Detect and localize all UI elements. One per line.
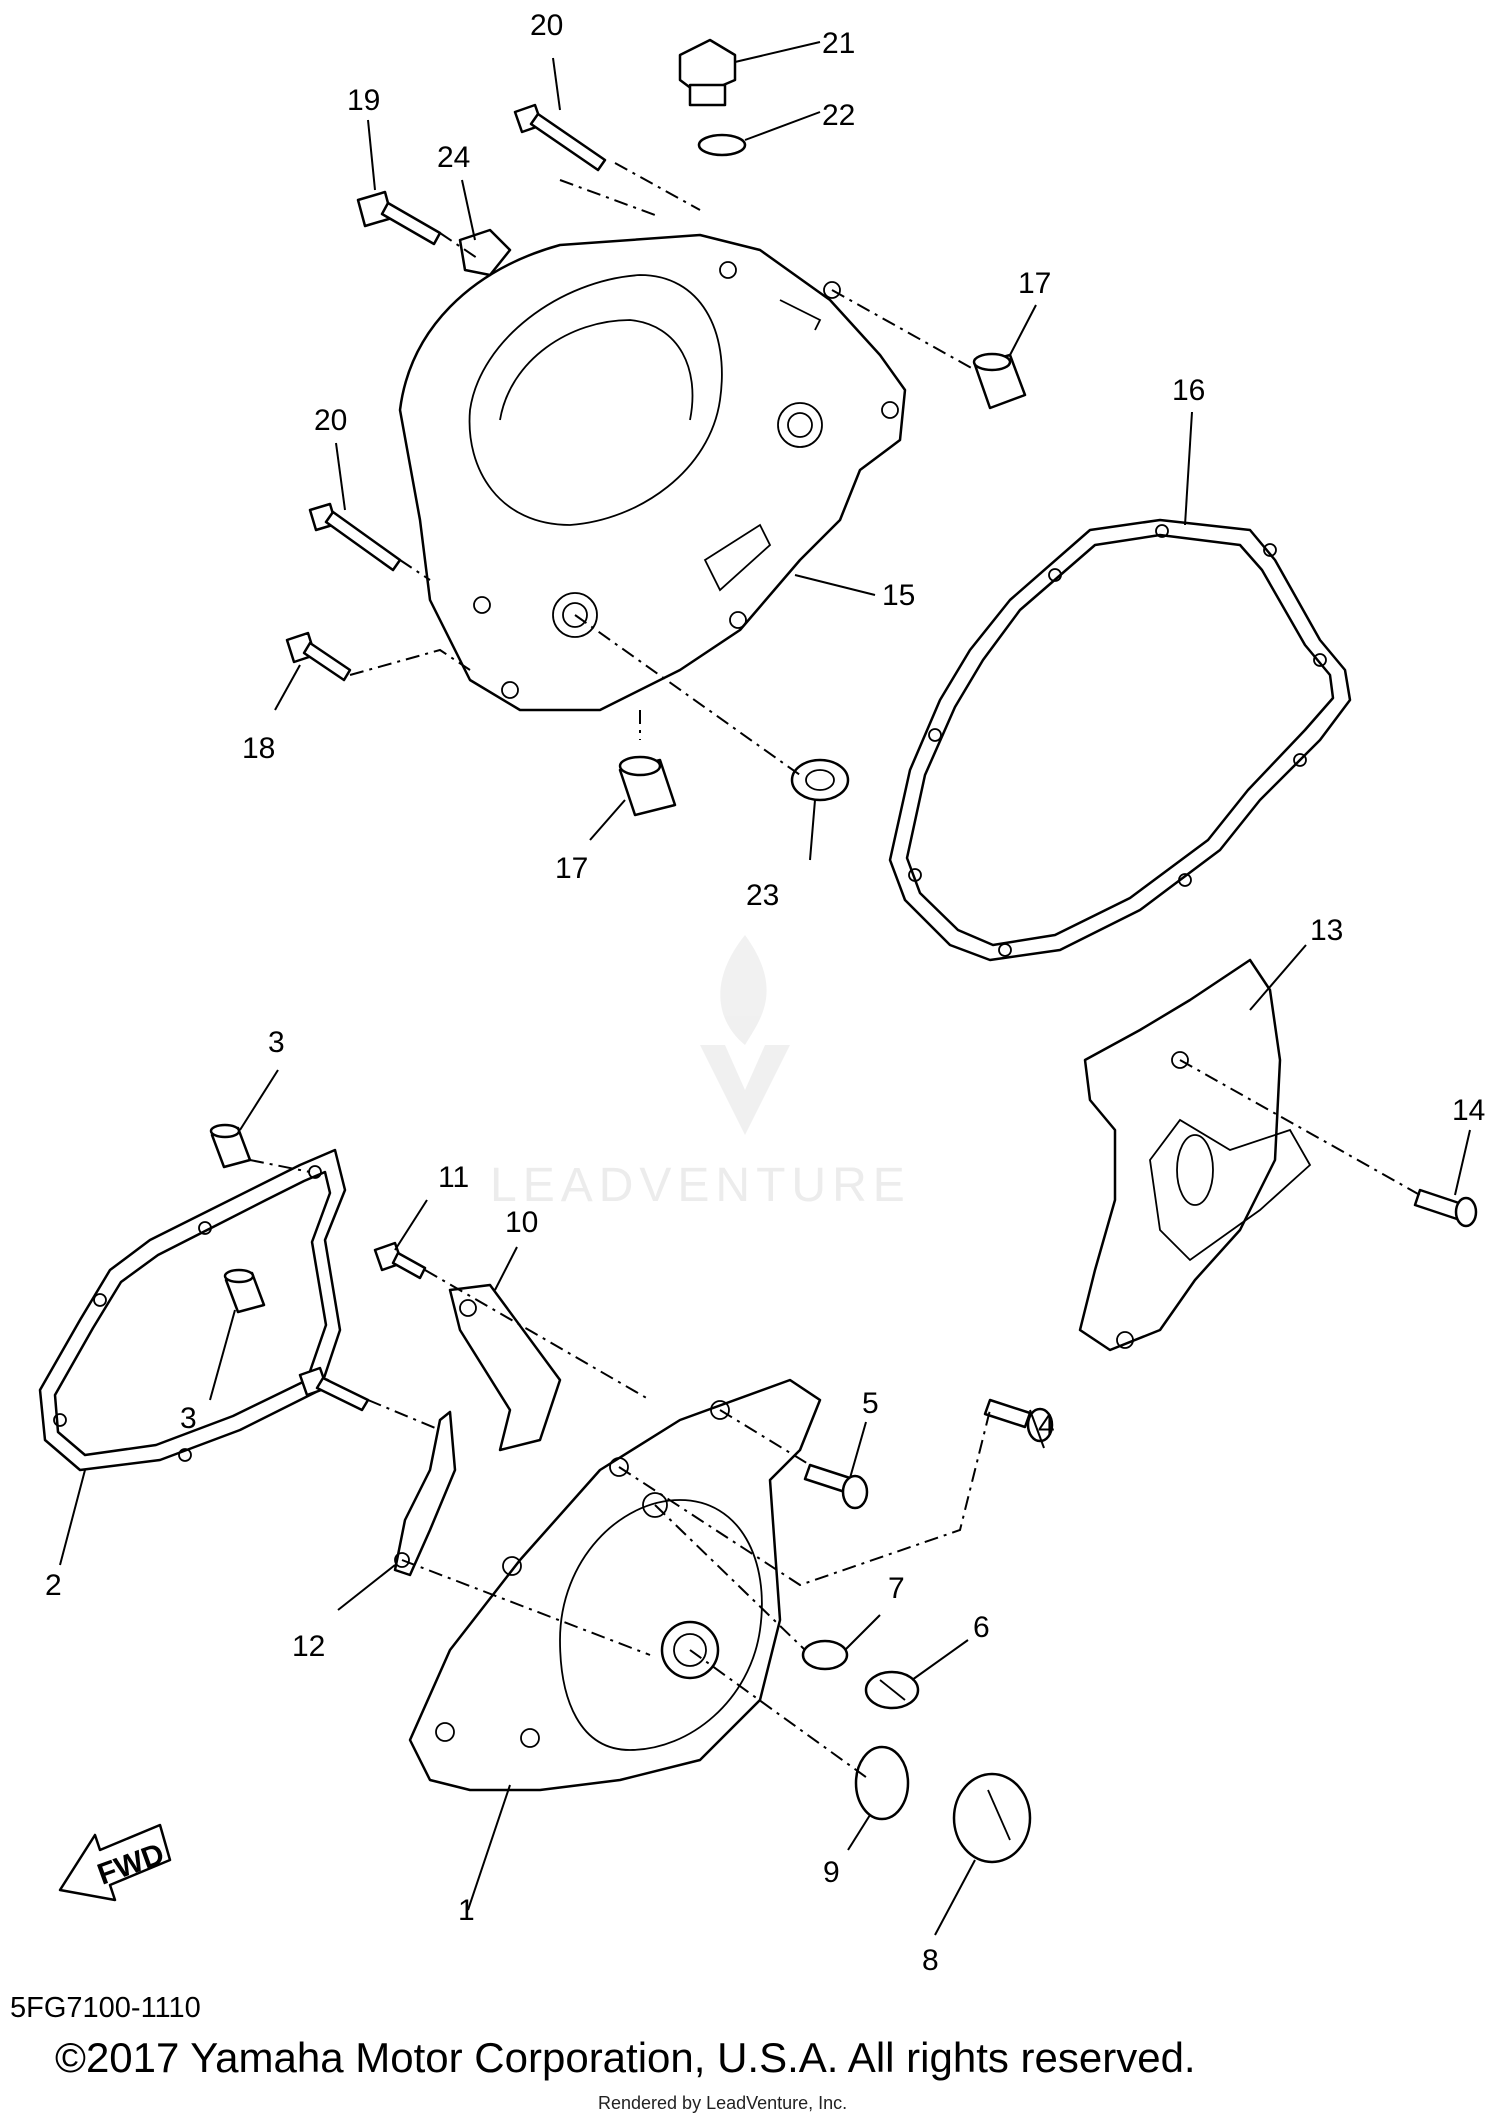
callout-13: 13	[1310, 914, 1343, 947]
plug-6[interactable]	[864, 1670, 920, 1710]
callout-18: 18	[242, 732, 275, 765]
copyright-notice: ©2017 Yamaha Motor Corporation, U.S.A. A…	[55, 2034, 1196, 2081]
callout-15: 15	[882, 579, 915, 612]
callout-17-lower: 17	[555, 852, 588, 885]
leader-lines	[59, 41, 1471, 1936]
collar-17-upper[interactable]	[972, 352, 1027, 410]
watermark-flame-icon	[700, 935, 790, 1135]
bolt-20-upper[interactable]	[513, 103, 607, 172]
callout-10: 10	[505, 1206, 538, 1239]
callout-6: 6	[973, 1611, 990, 1644]
drive-sprocket-cover[interactable]	[1078, 958, 1312, 1352]
callout-3-lower: 3	[180, 1402, 197, 1435]
oil-seal-23[interactable]	[790, 758, 850, 802]
bolt-18[interactable]	[285, 631, 352, 682]
callout-22: 22	[822, 99, 855, 132]
bolt-19[interactable]	[356, 190, 442, 246]
fwd-arrow-icon: FWD	[58, 1823, 172, 1902]
rendered-by-note: Rendered by LeadVenture, Inc.	[598, 2093, 848, 2113]
bolt-4[interactable]	[983, 1398, 1054, 1443]
lead-wire-holder-12[interactable]	[393, 1410, 457, 1577]
watermark-logo-text: LEADVENTURE	[490, 1159, 911, 1212]
generator-cover-gasket[interactable]	[38, 1148, 347, 1472]
collar-17-lower[interactable]	[618, 755, 677, 817]
o-ring-22[interactable]	[697, 133, 747, 157]
screw-14[interactable]	[1413, 1188, 1478, 1228]
callout-9: 9	[823, 1856, 840, 1889]
assembly-lines	[249, 162, 1421, 1781]
callout-12: 12	[292, 1630, 325, 1663]
bolt-11[interactable]	[373, 1241, 427, 1280]
oil-filler-cap[interactable]	[678, 38, 737, 107]
crankcase-cover-right[interactable]	[398, 233, 907, 712]
callout-14: 14	[1452, 1094, 1485, 1127]
plug-8[interactable]	[952, 1772, 1032, 1864]
dowel-3-lower[interactable]	[223, 1268, 266, 1314]
callout-20-upper: 20	[530, 9, 563, 42]
callout-17-upper: 17	[1018, 267, 1051, 300]
callout-23: 23	[746, 879, 779, 912]
o-ring-9[interactable]	[854, 1745, 910, 1821]
bolt-20-lower[interactable]	[308, 502, 402, 572]
callout-20-lower: 20	[314, 404, 347, 437]
callout-16: 16	[1172, 374, 1205, 407]
callout-4: 4	[1038, 1409, 1055, 1442]
callout-19: 19	[347, 84, 380, 117]
bolt-5[interactable]	[803, 1463, 869, 1510]
cable-guide-10[interactable]	[448, 1283, 562, 1452]
crankcase-cover-left[interactable]	[408, 1378, 822, 1792]
callout-21: 21	[822, 27, 855, 60]
callout-3-upper: 3	[268, 1026, 285, 1059]
callout-2: 2	[45, 1569, 62, 1602]
screw-12a[interactable]	[298, 1366, 370, 1412]
dowel-3-upper[interactable]	[209, 1123, 252, 1169]
callout-labels: 1 2 3 3 4 5 6 7 8 9 10 11 12 13 14 15 16…	[45, 9, 1485, 1977]
callout-24: 24	[437, 141, 470, 174]
o-ring-7[interactable]	[801, 1639, 849, 1671]
callout-7: 7	[888, 1572, 905, 1605]
diagram-code: 5FG7100-1110	[10, 1992, 201, 2024]
clamp-24[interactable]	[458, 228, 512, 277]
crankcase-cover-gasket[interactable]	[888, 518, 1352, 962]
callout-11: 11	[438, 1161, 469, 1194]
callout-1: 1	[458, 1894, 475, 1927]
callout-8: 8	[922, 1944, 939, 1977]
callout-5: 5	[862, 1387, 879, 1420]
